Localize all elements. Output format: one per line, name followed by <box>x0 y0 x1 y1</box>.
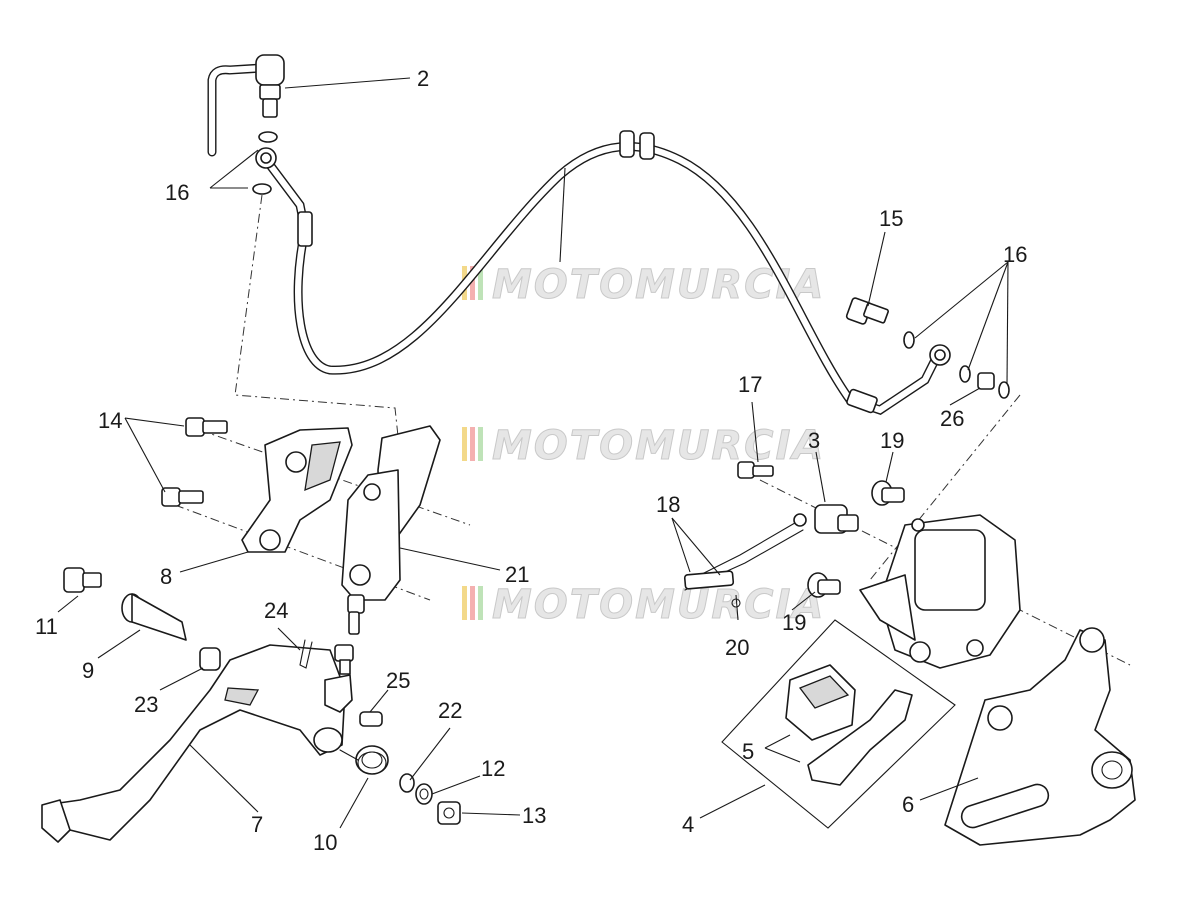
callout-11: 11 <box>35 614 58 639</box>
part-10-return-spring <box>339 745 389 775</box>
brake-hose <box>255 130 951 415</box>
callout-17: 17 <box>738 372 762 397</box>
callout-18: 18 <box>656 492 680 517</box>
part-5-brake-pads <box>785 664 913 786</box>
part-25-clevis <box>324 644 383 727</box>
part-3-sensor-bracket <box>684 504 859 591</box>
callout-12: 12 <box>481 756 505 781</box>
part-23-bushing <box>199 647 221 671</box>
svg-text:MOTOMURCIA: MOTOMURCIA <box>492 423 825 469</box>
part-4-pad-kit-outline <box>721 619 956 829</box>
part-21-master-cylinder <box>341 425 441 635</box>
part-16-washers <box>252 131 1010 399</box>
callout-4: 4 <box>682 812 694 837</box>
part-8-mounting-plate <box>241 427 353 553</box>
callout-5: 5 <box>742 739 754 764</box>
callout-7: 7 <box>251 812 263 837</box>
callout-10: 10 <box>313 830 337 855</box>
watermark-middle: MOTOMURCIA <box>462 423 825 470</box>
callout-labels: 2 16 14 8 21 11 9 23 7 24 25 10 22 12 13… <box>35 66 1027 855</box>
callout-23: 23 <box>134 692 158 717</box>
callout-8: 8 <box>160 564 172 589</box>
callout-6: 6 <box>902 792 914 817</box>
part-17-bolt <box>737 461 774 479</box>
svg-text:MOTOMURCIA: MOTOMURCIA <box>492 582 825 628</box>
brake-caliper <box>859 514 1021 669</box>
callout-25: 25 <box>386 668 410 693</box>
callout-14: 14 <box>98 408 122 433</box>
watermark-top: MOTOMURCIA <box>462 262 825 309</box>
part-19-pins <box>807 480 905 598</box>
callout-19-top: 19 <box>880 428 904 453</box>
callout-16-left: 16 <box>165 180 189 205</box>
part-15-banjo-bolt <box>845 297 889 325</box>
svg-text:MOTOMURCIA: MOTOMURCIA <box>492 262 825 308</box>
callout-9: 9 <box>82 658 94 683</box>
watermark-bottom: MOTOMURCIA <box>462 582 825 629</box>
callout-19-bottom: 19 <box>782 610 806 635</box>
assembly-axis-lines <box>174 194 1131 666</box>
callout-20: 20 <box>725 635 749 660</box>
callout-24: 24 <box>264 598 288 623</box>
part-24-cotter-pin <box>299 639 313 669</box>
callout-26: 26 <box>940 406 964 431</box>
callout-2: 2 <box>417 66 429 91</box>
callout-22: 22 <box>438 698 462 723</box>
callout-16-right: 16 <box>1003 242 1027 267</box>
part-6-caliper-bracket <box>944 627 1136 846</box>
callout-21: 21 <box>505 562 529 587</box>
callout-3: 3 <box>808 428 820 453</box>
part-9-pivot-pin <box>121 593 187 641</box>
callout-13: 13 <box>522 803 546 828</box>
callout-15: 15 <box>879 206 903 231</box>
part-11-pivot-bolt <box>63 567 102 593</box>
part-26-spacer <box>977 372 995 390</box>
part-12-washer <box>415 783 433 805</box>
part-7-brake-pedal <box>41 644 346 843</box>
part-13-nut <box>437 801 461 825</box>
part-2-hose-elbow <box>207 54 285 157</box>
leader-lines <box>57 77 1009 829</box>
part-14-bolts <box>161 417 228 507</box>
